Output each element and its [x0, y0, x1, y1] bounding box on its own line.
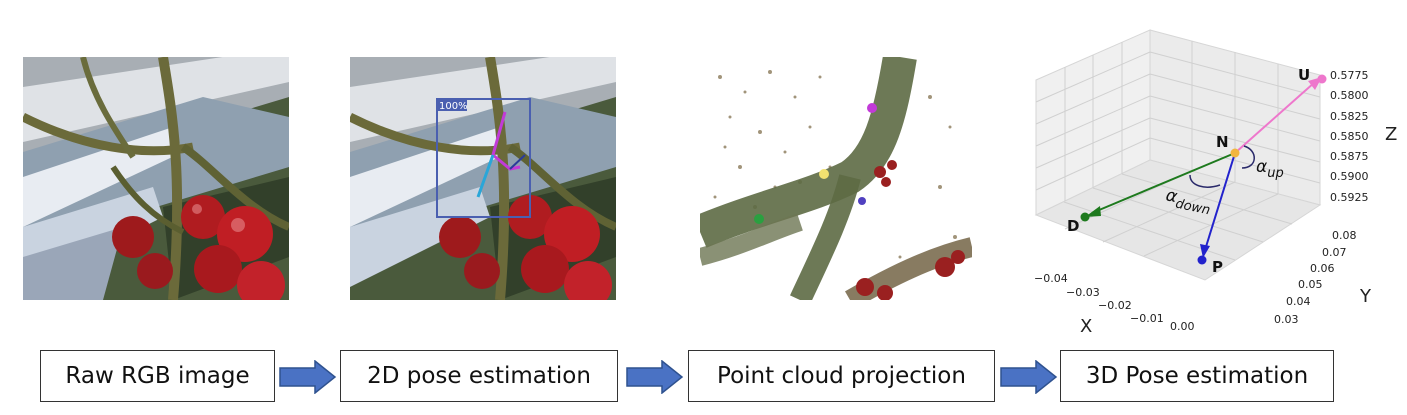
vector-n-to-u	[1234, 81, 1316, 154]
flow-arrow	[626, 360, 684, 394]
point-n	[1230, 148, 1240, 158]
y-axis-label: Y	[1359, 286, 1372, 307]
z-tick: 0.5875	[1330, 150, 1369, 163]
point-d	[1080, 212, 1090, 222]
z-tick: 0.5925	[1330, 191, 1369, 204]
x-tick: −0.01	[1130, 312, 1164, 325]
stage-2d-pose: 2D pose estimation	[340, 350, 618, 402]
stage-3d-pose: 3D Pose estimation	[1060, 350, 1334, 402]
z-tick: 0.5900	[1330, 170, 1369, 183]
keypoint-u-marker	[867, 103, 877, 113]
stage-raw-rgb: Raw RGB image	[40, 350, 275, 402]
keypoint-d-marker	[754, 214, 764, 224]
flow-arrow	[279, 360, 337, 394]
label-u: U	[1298, 66, 1310, 84]
flow-arrow	[1000, 360, 1058, 394]
stage-label: Point cloud projection	[717, 363, 966, 389]
stage-label: 2D pose estimation	[367, 363, 591, 389]
y-tick: 0.05	[1298, 278, 1323, 291]
vector-n-to-p	[1204, 152, 1236, 251]
y-tick: 0.04	[1286, 295, 1311, 308]
stage-point-cloud: Point cloud projection	[688, 350, 995, 402]
z-tick-labels: 0.5775 0.5800 0.5825 0.5850 0.5875 0.590…	[1330, 69, 1369, 204]
z-tick: 0.5775	[1330, 69, 1369, 82]
vector-n-to-d	[1091, 152, 1236, 214]
label-p: P	[1212, 258, 1223, 276]
point-p	[1197, 255, 1207, 265]
angle-down-label: αdown	[1163, 185, 1213, 218]
raw-rgb-image	[23, 57, 289, 300]
z-tick: 0.5825	[1330, 110, 1369, 123]
x-axis-label: X	[1080, 316, 1092, 337]
x-tick-labels: −0.04 −0.03 −0.02 −0.01 0.00	[1034, 272, 1195, 333]
x-tick: −0.02	[1098, 299, 1132, 312]
y-tick: 0.08	[1332, 229, 1357, 242]
pose-3d-plot: U N D P αup αdown 0.5775 0.5800 0.5825 0…	[1030, 10, 1407, 340]
y-tick: 0.06	[1310, 262, 1335, 275]
detection-bounding-box	[436, 98, 531, 218]
pose-keypoint-lines	[491, 111, 521, 171]
keypoint-n-marker	[819, 169, 829, 179]
x-tick: −0.03	[1066, 286, 1100, 299]
angle-up-label: αup	[1256, 157, 1284, 181]
y-tick: 0.03	[1274, 313, 1299, 326]
y-tick: 0.07	[1322, 246, 1347, 259]
point-u	[1317, 74, 1327, 84]
x-tick: 0.00	[1170, 320, 1195, 333]
label-d: D	[1067, 217, 1079, 235]
z-axis-label: Z	[1385, 124, 1397, 145]
stage-label: 3D Pose estimation	[1085, 363, 1309, 389]
confidence-label: 100%	[439, 101, 468, 112]
stage-label: Raw RGB image	[65, 363, 250, 389]
x-tick: −0.04	[1034, 272, 1068, 285]
pose-estimation-2d-image: 100%	[350, 57, 616, 300]
keypoint-p-marker	[858, 197, 866, 205]
point-cloud-image	[700, 57, 972, 300]
z-tick: 0.5800	[1330, 89, 1369, 102]
label-n: N	[1216, 133, 1229, 151]
z-tick: 0.5850	[1330, 130, 1369, 143]
y-tick-labels: 0.08 0.07 0.06 0.05 0.04 0.03	[1274, 229, 1357, 326]
